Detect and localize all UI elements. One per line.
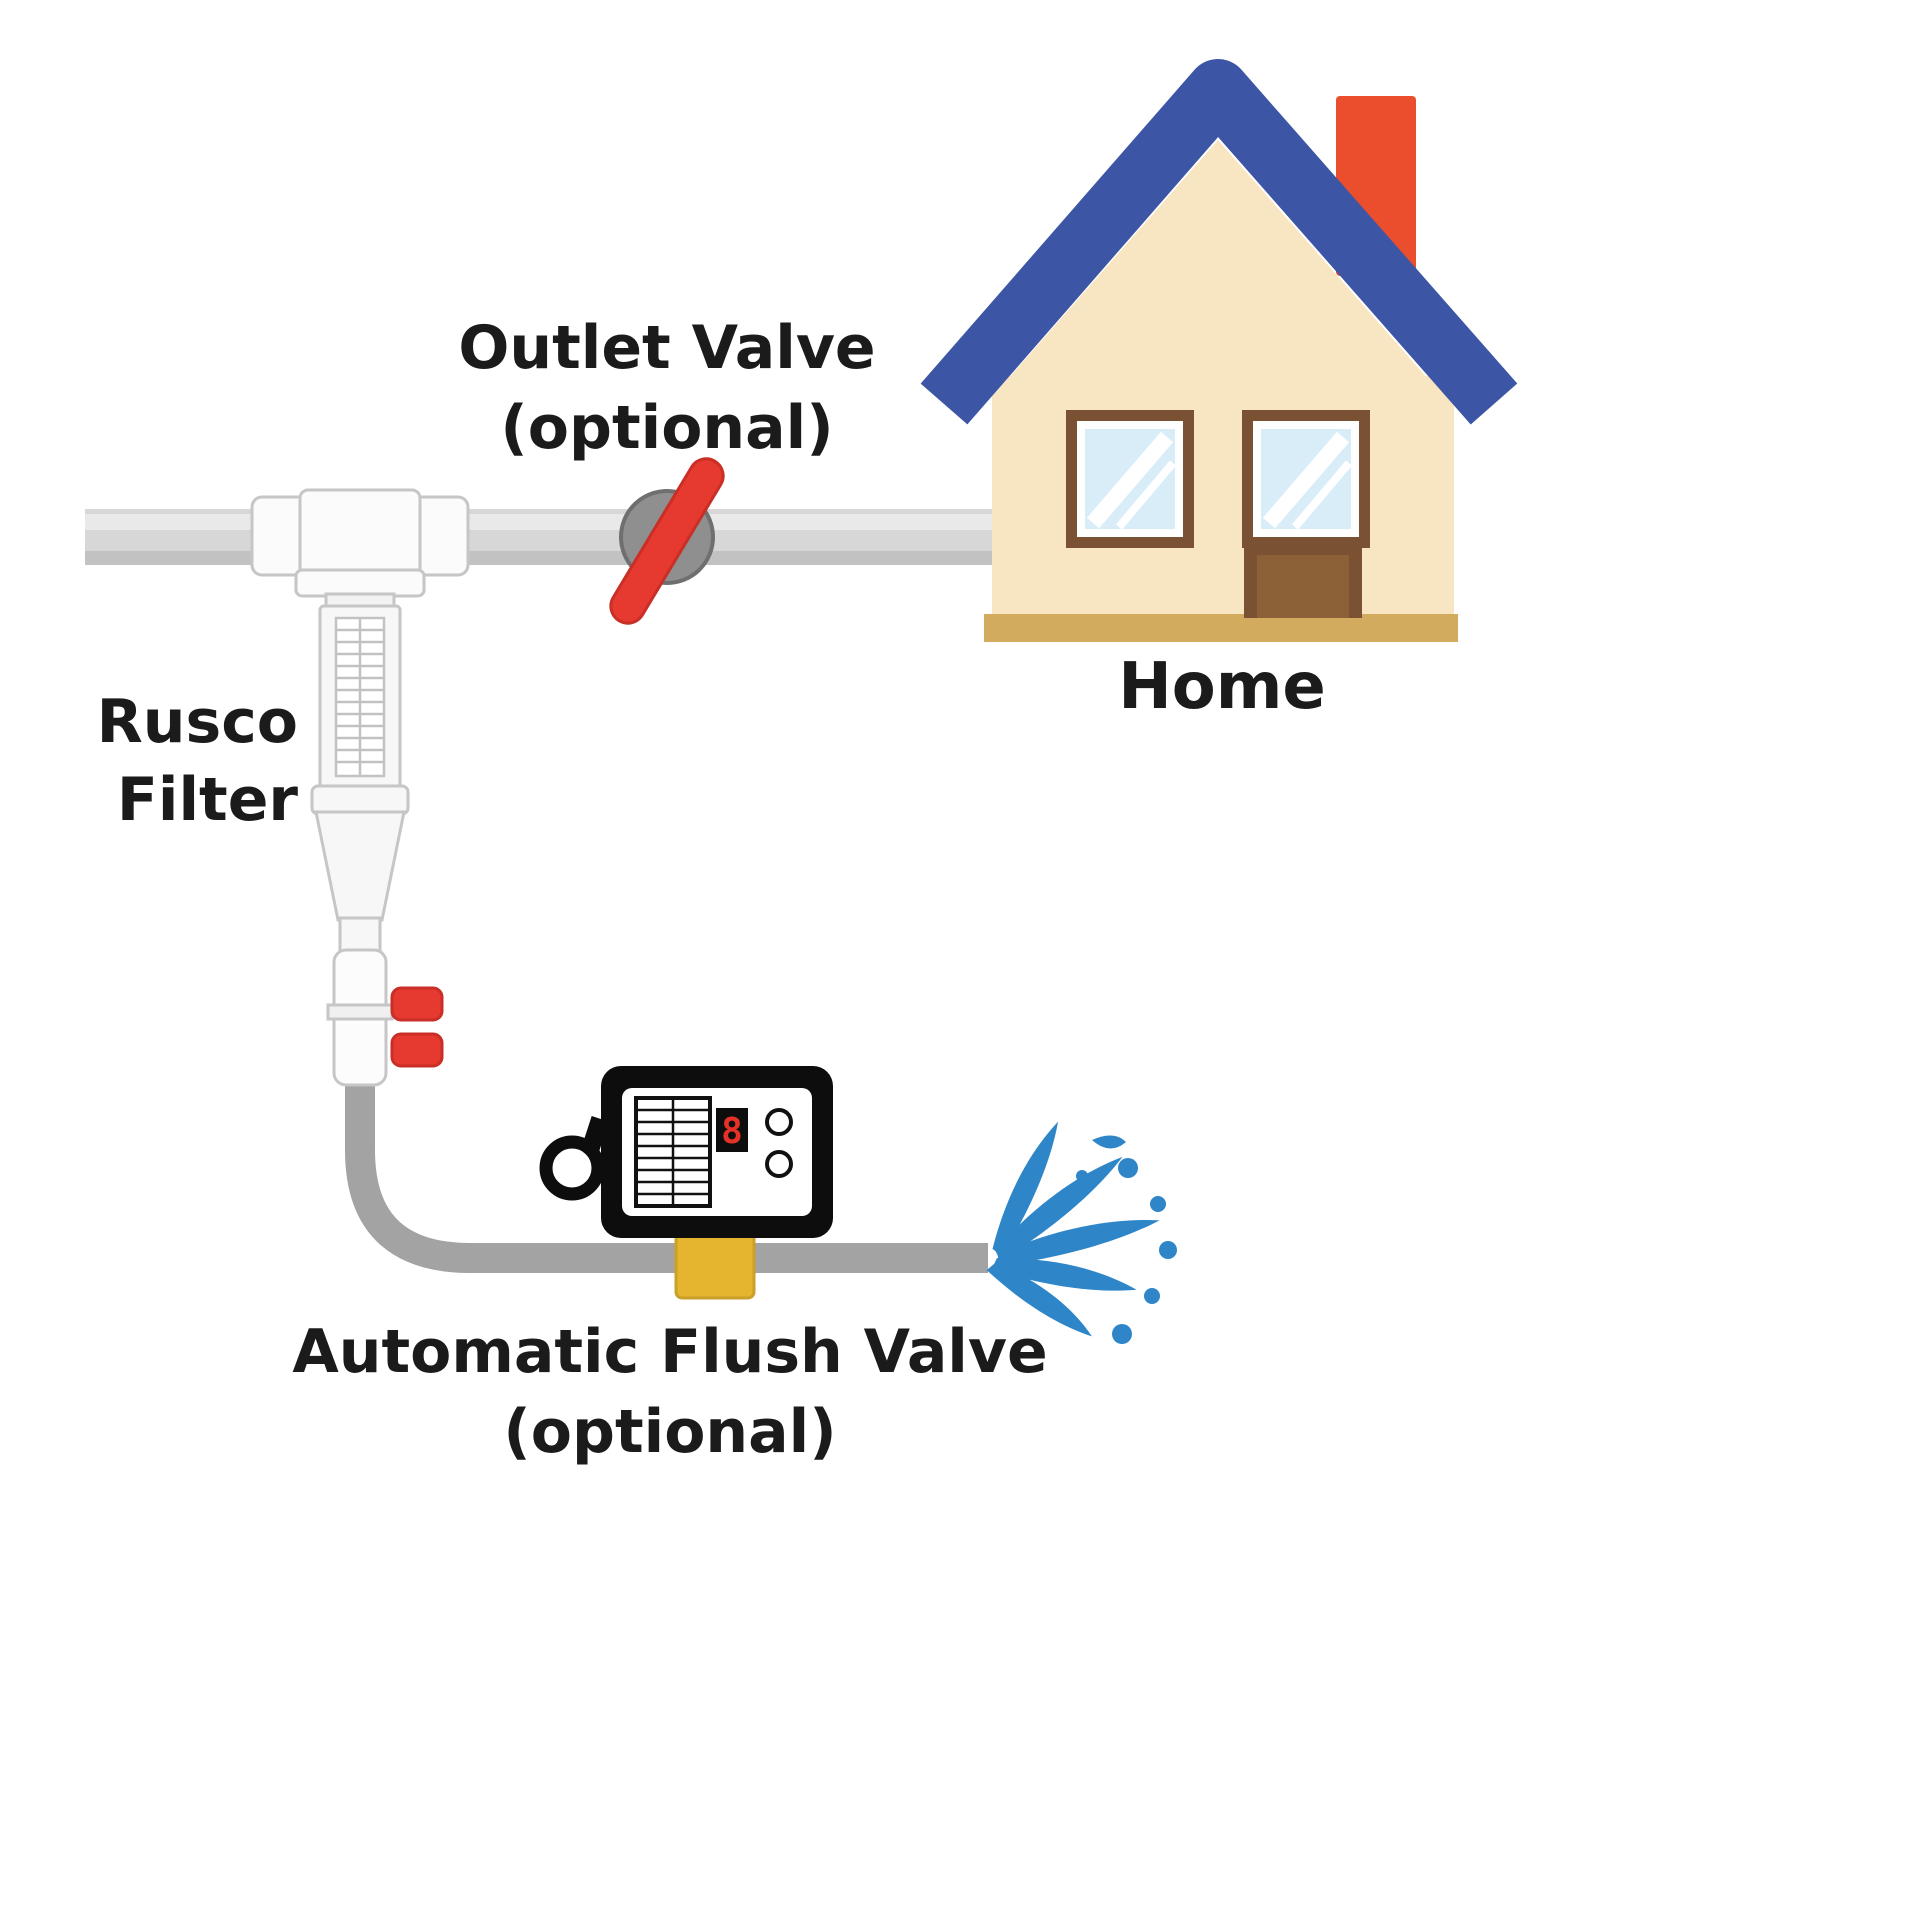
tee-fitting bbox=[250, 488, 470, 598]
water-droplet bbox=[1144, 1288, 1160, 1304]
drain-valve-red-handle bbox=[390, 986, 444, 1068]
automatic-flush-valve: 8 bbox=[539, 1066, 833, 1300]
house bbox=[920, 59, 1518, 642]
water-droplet bbox=[1112, 1324, 1132, 1344]
label-flush-valve-line1: Automatic Flush Valve bbox=[292, 1317, 1047, 1387]
pipe-highlight bbox=[85, 514, 1000, 530]
controller-button-top bbox=[765, 1108, 793, 1136]
house-body bbox=[992, 376, 1454, 618]
window-right bbox=[1242, 410, 1370, 548]
outlet-valve-red-lever bbox=[609, 457, 725, 625]
door bbox=[1244, 542, 1362, 618]
controller-digit: 8 bbox=[721, 1111, 743, 1152]
water-droplet bbox=[1118, 1158, 1138, 1178]
filter-cone bbox=[310, 784, 410, 954]
drain-pipe bbox=[345, 1080, 988, 1273]
filter-screen bbox=[334, 616, 386, 778]
filter-sump bbox=[318, 592, 402, 790]
gable bbox=[1000, 140, 1436, 388]
water-droplet bbox=[1150, 1196, 1166, 1212]
label-home: Home bbox=[1118, 650, 1326, 724]
label-flush-valve-line2: (optional) bbox=[503, 1397, 836, 1467]
outlet-valve bbox=[609, 457, 725, 625]
water-droplet bbox=[1159, 1241, 1177, 1259]
roof bbox=[920, 59, 1518, 425]
controller-box: 8 bbox=[601, 1066, 833, 1238]
label-rusco-filter-line2: Filter bbox=[117, 765, 298, 835]
rusco-filter-assembly bbox=[250, 488, 470, 1087]
label-outlet-valve-line2: (optional) bbox=[500, 393, 833, 463]
main-horizontal-pipe bbox=[85, 509, 1000, 565]
water-splash bbox=[970, 1121, 1177, 1361]
digit-window bbox=[716, 1108, 748, 1152]
controller-button-bottom bbox=[765, 1150, 793, 1178]
label-outlet-valve-line1: Outlet Valve bbox=[458, 313, 875, 383]
water-droplet bbox=[1092, 1135, 1126, 1149]
controller-display-grid bbox=[634, 1096, 712, 1208]
house-base bbox=[984, 614, 1458, 642]
label-rusco-filter-line1: Rusco bbox=[97, 687, 298, 757]
window-left bbox=[1066, 410, 1194, 548]
pipe-shadow bbox=[85, 551, 1000, 565]
filter-drain-valve bbox=[326, 948, 444, 1087]
water-droplet bbox=[1076, 1170, 1088, 1182]
